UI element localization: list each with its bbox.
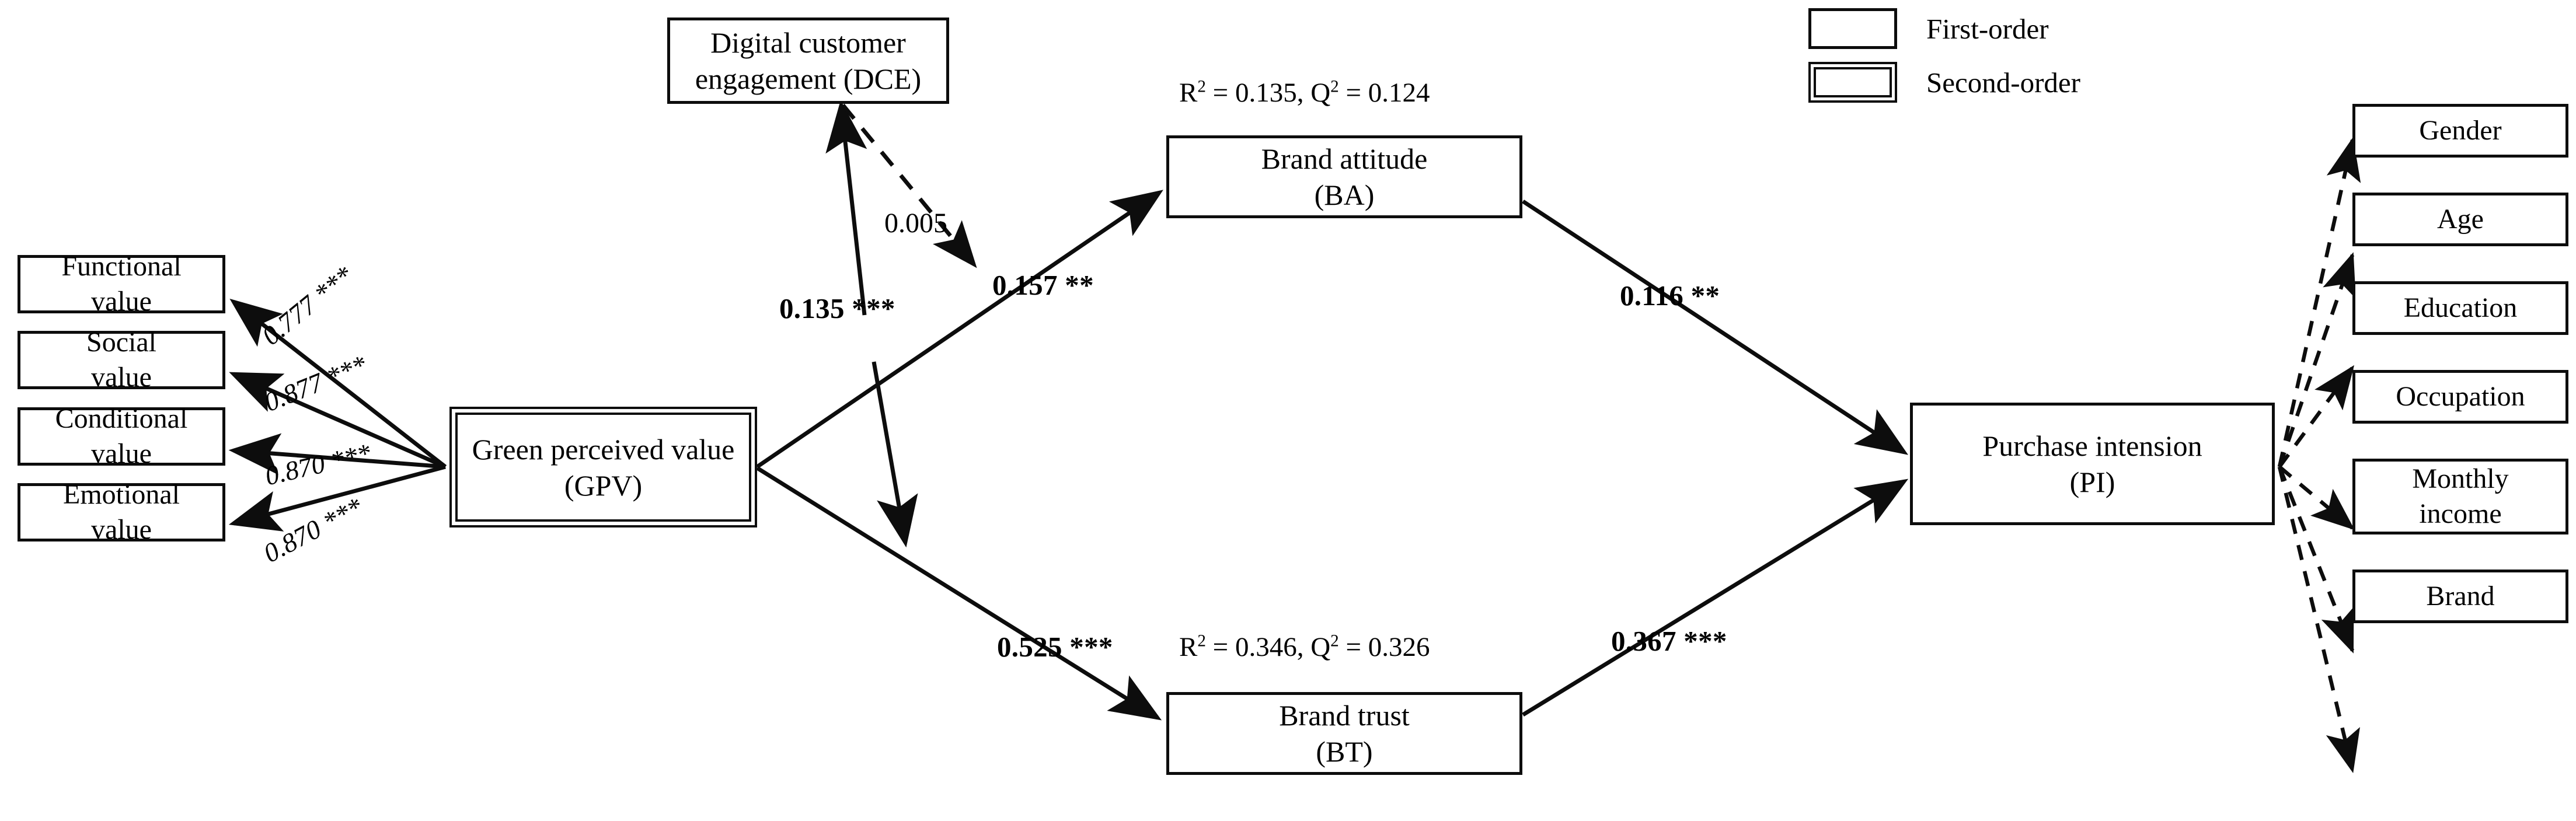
r2-value: 0.135	[1235, 78, 1297, 108]
control-variable-label: Education	[2403, 292, 2518, 324]
construct-digital-customer-engagement[interactable]: Digital customer engagement (DCE)	[667, 18, 949, 104]
legend-label-second-order: Second-order	[1926, 66, 2080, 99]
control-variable-gender[interactable]: Gender	[2352, 104, 2568, 158]
path-line-dce-down	[872, 361, 918, 548]
construct-emotional-value[interactable]: Emotional value	[18, 479, 225, 545]
construct-label: Social value	[86, 327, 156, 393]
fit-statistics-brand-attitude: R2 = 0.135, Q2 = 0.124	[1179, 77, 1430, 108]
construct-social-value[interactable]: Social value	[18, 327, 225, 393]
legend-swatch-first-order	[1808, 8, 1897, 49]
legend-swatch-second-order	[1808, 62, 1897, 103]
control-variable-education[interactable]: Education	[2352, 281, 2568, 335]
q2-value: 0.124	[1368, 78, 1430, 108]
construct-green-perceived-value[interactable]: Green perceived value (GPV)	[449, 407, 757, 527]
construct-label: Brand trust (BT)	[1279, 699, 1410, 768]
moderation-label-dce: 0.005	[884, 208, 947, 239]
path-line-ba-pi	[1522, 200, 1909, 455]
path-line-bt-pi	[1522, 478, 1909, 717]
construct-brand-trust[interactable]: Brand trust (BT)	[1166, 692, 1522, 775]
legend-label-first-order: First-order	[1926, 12, 2049, 45]
legend-row-second-order: Second-order	[1808, 62, 2080, 103]
construct-label: Digital customer engagement (DCE)	[695, 26, 922, 95]
q2-value: 0.326	[1368, 632, 1430, 662]
path-line-gpv-bt	[756, 466, 1162, 721]
path-label-gpv-dce: 0.135 ***	[779, 292, 895, 324]
legend: First-order Second-order	[1808, 8, 2080, 116]
construct-label: Functional value	[61, 251, 182, 317]
control-line-monthly-income	[2277, 466, 2355, 654]
control-variable-brand[interactable]: Brand	[2352, 570, 2568, 623]
loading-line-conditional	[228, 433, 446, 475]
moderation-line-dce	[841, 103, 977, 268]
construct-label: Conditional value	[55, 403, 188, 469]
construct-label: Brand attitude (BA)	[1261, 142, 1428, 211]
construct-functional-value[interactable]: Functional value	[18, 251, 225, 317]
r2-value: 0.346	[1235, 632, 1297, 662]
control-variable-label: Gender	[2419, 115, 2502, 146]
path-line-gpv-dce	[825, 100, 867, 316]
path-label-bt-pi: 0.367 ***	[1611, 625, 1727, 657]
legend-row-first-order: First-order	[1808, 8, 2080, 49]
path-label-ba-pi: 0.116 **	[1620, 280, 1720, 312]
loading-line-social	[229, 372, 447, 469]
path-label-gpv-ba: 0.157 **	[992, 269, 1094, 301]
control-line-gender	[2277, 137, 2361, 467]
control-variable-label: Occupation	[2396, 381, 2525, 413]
control-variable-age[interactable]: Age	[2352, 193, 2568, 246]
construct-brand-attitude[interactable]: Brand attitude (BA)	[1166, 135, 1522, 218]
control-variable-label: Age	[2437, 204, 2484, 235]
control-variable-monthly-income[interactable]: Monthly income	[2352, 459, 2568, 534]
loading-line-functional	[229, 298, 447, 469]
control-line-education	[2278, 365, 2355, 468]
construct-label: Emotional value	[63, 479, 180, 545]
path-line-gpv-ba	[756, 190, 1163, 469]
control-variable-label: Monthly income	[2412, 463, 2509, 529]
construct-purchase-intension[interactable]: Purchase intension (PI)	[1910, 403, 2275, 525]
loading-line-emotional	[228, 464, 446, 532]
construct-label: Purchase intension (PI)	[1982, 429, 2202, 498]
fit-statistics-brand-trust: R2 = 0.346, Q2 = 0.326	[1179, 631, 1430, 662]
construct-label: Green perceived value (GPV)	[472, 432, 735, 502]
path-label-gpv-bt: 0.525 ***	[997, 631, 1113, 663]
control-line-age	[2277, 252, 2356, 468]
control-variable-label: Brand	[2426, 581, 2495, 612]
control-variable-occupation[interactable]: Occupation	[2352, 370, 2568, 424]
construct-conditional-value[interactable]: Conditional value	[18, 403, 225, 469]
